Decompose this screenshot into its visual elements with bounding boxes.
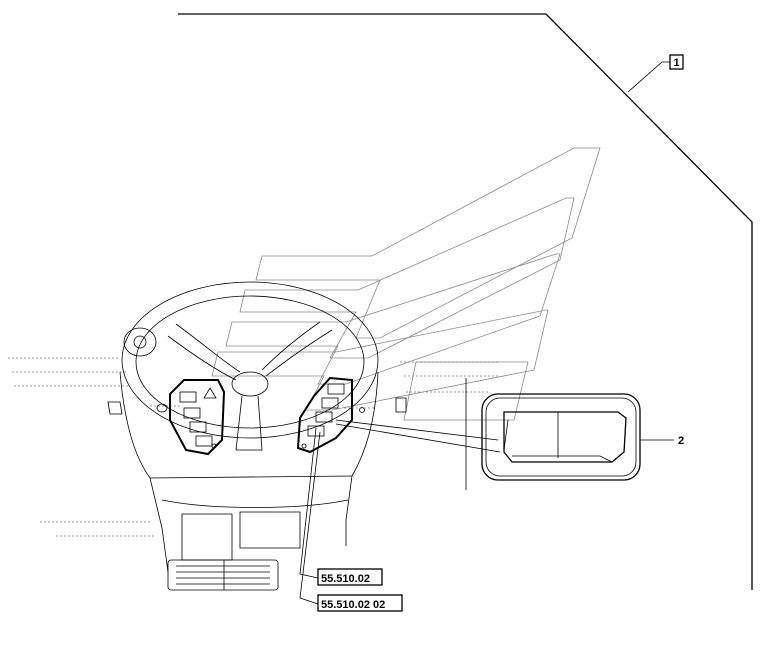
ref-upper-label: 55.510.02 <box>321 573 370 585</box>
right-switch-panel <box>296 376 376 454</box>
ref-box-upper[interactable]: 55.510.02 <box>317 568 383 586</box>
item-2-label[interactable]: 2 <box>678 435 684 447</box>
ref-box-lower[interactable]: 55.510.02 02 <box>317 594 403 612</box>
detail-connector-lines <box>335 378 501 490</box>
item-1-callout[interactable]: 1 <box>669 54 684 70</box>
floor-pedal <box>167 559 279 591</box>
item-1-label: 1 <box>673 57 679 69</box>
leader-line-item-1 <box>627 61 670 93</box>
steering-wheel <box>121 281 379 451</box>
switch-detail[interactable] <box>481 393 641 481</box>
left-switch-panel <box>150 379 226 456</box>
console-dashed-lines <box>8 357 500 537</box>
reference-leader-lines <box>299 427 321 605</box>
ref-lower-label: 55.510.02 02 <box>321 599 385 611</box>
watermark-logo <box>211 147 601 421</box>
assembly-frame-outline <box>178 13 753 590</box>
dashboard-console <box>107 371 407 573</box>
